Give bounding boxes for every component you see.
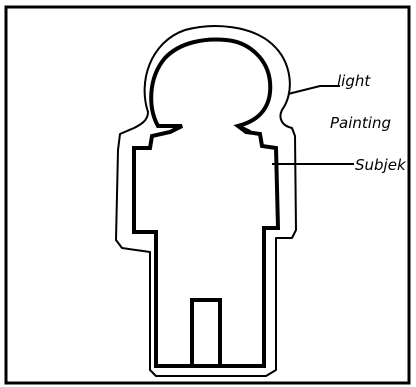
neck-notch-left xyxy=(169,124,183,134)
label-light-line2: Painting xyxy=(330,114,391,132)
label-subject: Subjek xyxy=(355,156,407,174)
light-label-pointer xyxy=(287,85,340,95)
frame-border xyxy=(4,5,411,385)
neck-notch-right xyxy=(237,124,251,134)
legs-gap xyxy=(190,298,222,366)
label-light-line1: light xyxy=(337,72,371,90)
subject-body-outline xyxy=(132,37,281,368)
light-painting-outline xyxy=(115,25,297,377)
